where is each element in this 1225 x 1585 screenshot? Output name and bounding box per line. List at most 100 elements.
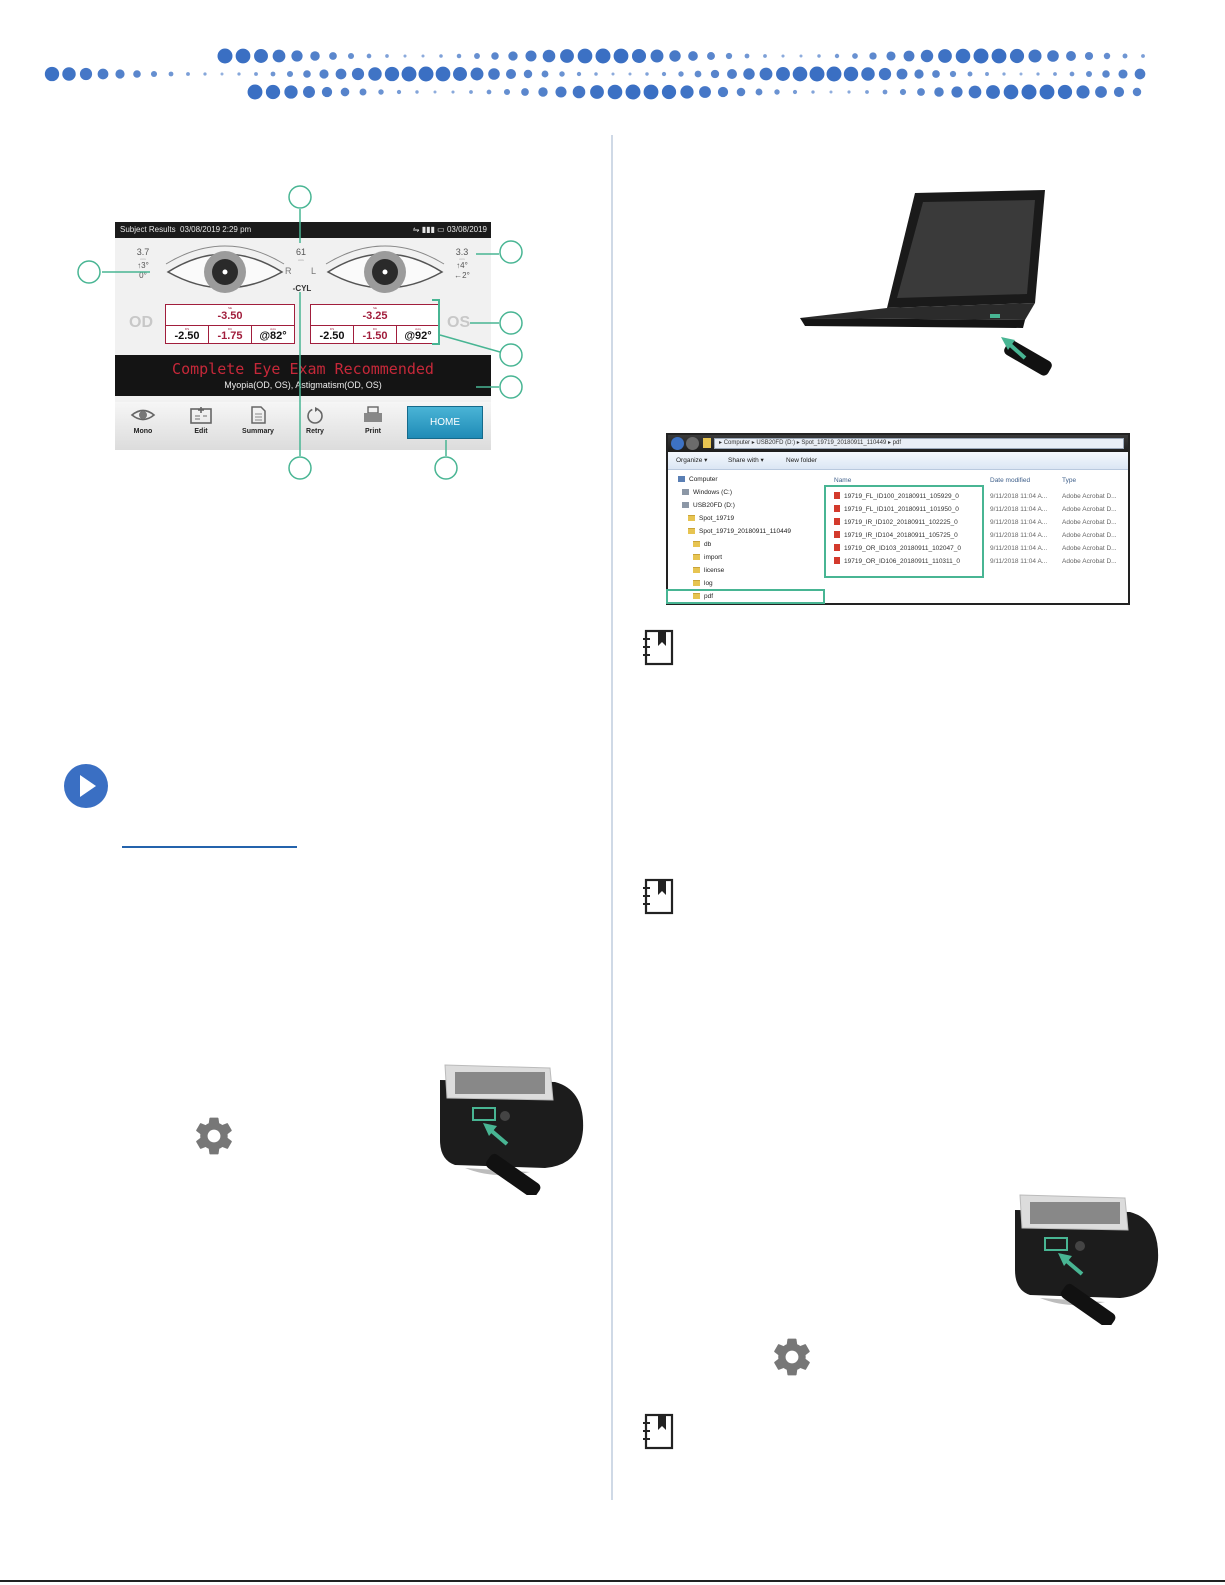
status-bar: Subject Results 03/08/2019 2:29 pm ⇋ ▮▮▮… <box>115 222 491 238</box>
od-measurements: 3.7 mm ↑3° 0° <box>128 247 158 281</box>
edit-button[interactable]: Edit <box>176 406 226 435</box>
pdf-file-icon <box>834 557 840 564</box>
callout-os-pupil <box>499 240 523 264</box>
tree-item-db[interactable]: db <box>693 538 711 551</box>
od-gaze-horizontal: 0° <box>139 271 147 280</box>
os-pupil-size: 3.3 <box>455 247 469 257</box>
results-screen: Subject Results 03/08/2019 2:29 pm ⇋ ▮▮▮… <box>115 222 491 450</box>
note-bookmark-icon <box>643 878 674 915</box>
eye-icon <box>130 409 156 421</box>
home-button[interactable]: HOME <box>407 406 483 439</box>
os-results-box: SE -3.25 DS-2.50 DC-1.50 Axis@92° <box>310 304 440 344</box>
pdf-files-highlight <box>824 485 984 578</box>
od-se-label: SE <box>227 306 232 310</box>
back-arrow-icon[interactable] <box>671 437 684 450</box>
device-usb-illustration <box>1015 1194 1159 1325</box>
settings-gear-icon[interactable] <box>770 1335 814 1379</box>
tree-item-log[interactable]: log <box>693 577 713 590</box>
pdf-file-icon <box>834 492 840 499</box>
battery-icon: ▭ <box>437 225 445 234</box>
file-row[interactable]: 19719_IR_ID104_20180911_105725_0 <box>834 529 958 542</box>
folder-icon <box>693 567 700 573</box>
retry-button[interactable]: Retry <box>290 406 340 435</box>
new-folder-button[interactable]: New folder <box>786 457 818 464</box>
status-title: Subject Results <box>120 225 176 234</box>
tree-item-windows-c[interactable]: Windows (C:) <box>682 486 732 499</box>
tree-item-import[interactable]: import <box>693 551 722 564</box>
play-circle-icon[interactable] <box>63 763 109 809</box>
cyl-label: -CYL <box>292 284 312 293</box>
os-measurements: 3.3 mm ↑4° ←2° <box>447 247 477 281</box>
od-se-value: -3.50 <box>217 310 243 322</box>
print-label: Print <box>365 428 381 435</box>
file-date: 9/11/2018 11:04 A... <box>990 519 1048 526</box>
os-dc-label: DC <box>372 327 378 331</box>
pdf-file-icon <box>834 518 840 525</box>
mono-label: Mono <box>133 428 153 435</box>
od-dc-label: DC <box>227 327 233 331</box>
tree-item-computer[interactable]: Computer <box>678 473 718 486</box>
callout-banner <box>499 375 523 399</box>
folder-icon <box>693 541 700 547</box>
breadcrumb[interactable]: ▸ Computer ▸ USB20FD (D:) ▸ Spot_19719_2… <box>714 438 1124 449</box>
file-date: 9/11/2018 11:04 A... <box>990 532 1048 539</box>
breadcrumb-item[interactable]: pdf <box>892 440 901 446</box>
file-date: 9/11/2018 11:04 A... <box>990 558 1048 565</box>
od-label: OD <box>129 314 153 331</box>
mono-button[interactable]: Mono <box>118 406 168 435</box>
dotted-header-decoration <box>44 48 1146 100</box>
folder-icon <box>693 554 700 560</box>
tree-item-pdf[interactable]: pdf <box>693 590 713 603</box>
file-date: 9/11/2018 11:04 A... <box>990 506 1048 513</box>
callout-os-label <box>499 311 523 335</box>
tree-item-license[interactable]: license <box>693 564 724 577</box>
folder-icon <box>688 515 695 521</box>
banner-subtitle: Myopia(OD, OS), Astigmatism(OD, OS) <box>224 380 382 390</box>
callout-home <box>434 456 458 480</box>
link-underline[interactable] <box>122 846 297 848</box>
laptop-usb-illustration <box>800 190 1052 376</box>
tree-item-spot-session[interactable]: Spot_19719_20180911_110449 <box>688 525 791 538</box>
od-ds-label: DS <box>184 327 190 331</box>
share-with-menu[interactable]: Share with ▾ <box>728 457 764 464</box>
breadcrumb-item[interactable]: Spot_19719_20180911_110449 <box>801 440 887 446</box>
column-header-name[interactable]: Name <box>834 477 852 484</box>
forward-arrow-icon[interactable] <box>686 437 699 450</box>
command-bar: Organize ▾ Share with ▾ New folder <box>668 452 1128 470</box>
settings-gear-icon[interactable] <box>192 1114 236 1158</box>
file-date: 9/11/2018 11:04 A... <box>990 493 1048 500</box>
breadcrumb-item[interactable]: Computer <box>723 440 751 446</box>
callout-od-gaze <box>77 260 101 284</box>
retry-label: Retry <box>306 428 324 435</box>
eyes-illustration <box>165 245 445 293</box>
callout-results <box>499 343 523 367</box>
tree-item-usb20fd[interactable]: USB20FD (D:) <box>682 499 735 512</box>
print-button[interactable]: Print <box>348 406 398 435</box>
tree-item-spot-19719[interactable]: Spot_19719 <box>688 512 734 525</box>
retry-icon <box>307 407 323 424</box>
file-row[interactable]: 19719_FL_ID101_20180911_101950_0 <box>834 503 959 516</box>
od-gaze-vertical: ↑3° <box>137 261 149 270</box>
breadcrumb-item[interactable]: USB20FD (D:) <box>756 440 796 446</box>
summary-button[interactable]: Summary <box>233 406 283 435</box>
right-label: R <box>285 266 292 276</box>
pupil-distance-unit: mm <box>298 258 304 262</box>
folder-icon <box>703 438 711 448</box>
file-row[interactable]: 19719_FL_ID100_20180911_105929_0 <box>834 490 959 503</box>
footer-rule <box>0 1580 1225 1582</box>
column-header-type[interactable]: Type <box>1062 477 1077 484</box>
note-bookmark-icon <box>643 629 674 666</box>
pdf-file-icon <box>834 544 840 551</box>
column-header-date[interactable]: Date modified <box>990 477 1031 484</box>
folder-icon <box>693 593 700 599</box>
results-bracket <box>432 299 440 345</box>
os-axis-cell: Axis@92° <box>397 326 439 344</box>
organize-menu[interactable]: Organize ▾ <box>676 457 708 464</box>
folder-icon <box>693 580 700 586</box>
summary-label: Summary <box>242 428 274 435</box>
od-axis-cell: Axis@82° <box>252 326 294 344</box>
file-row[interactable]: 19719_OR_ID103_20180911_102047_0 <box>834 542 961 555</box>
callout-cyl <box>288 456 312 480</box>
file-row[interactable]: 19719_OR_ID106_20180911_110311_0 <box>834 555 960 568</box>
file-row[interactable]: 19719_IR_ID102_20180911_102225_0 <box>834 516 958 529</box>
